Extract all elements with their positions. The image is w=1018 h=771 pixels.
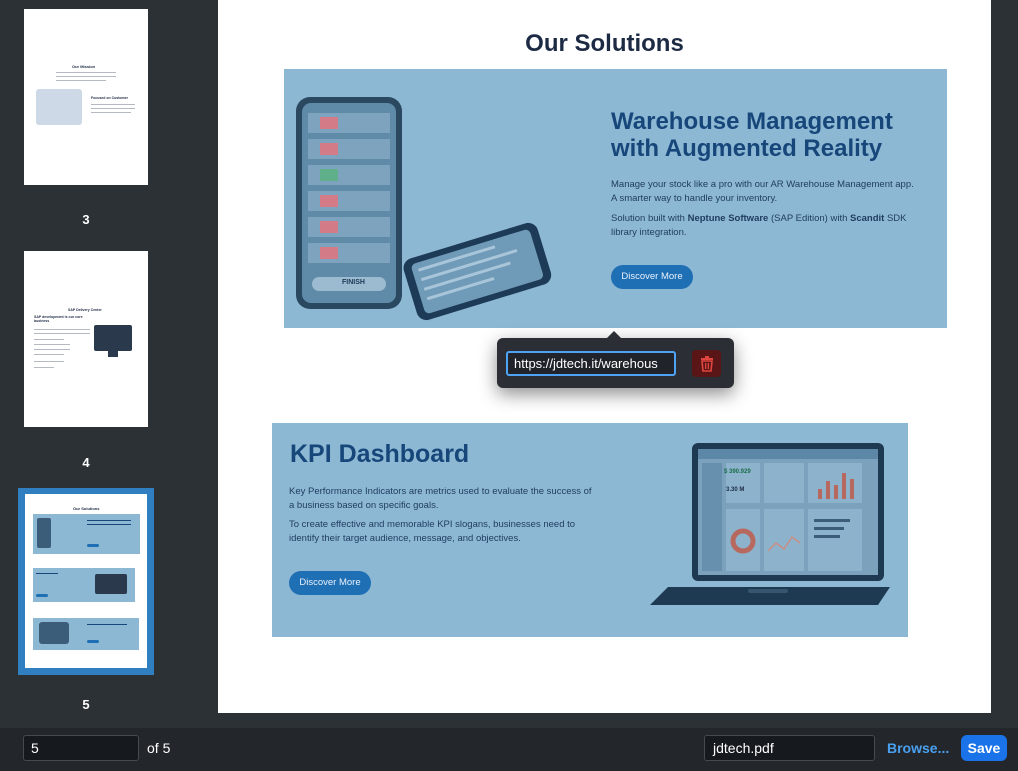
kpi-slogan-note: To create effective and memorable KPI sl… (289, 519, 576, 544)
kpi-description: Key Performance Indicators are metrics u… (289, 486, 592, 511)
page-title: Our Solutions (525, 30, 684, 57)
filename-input[interactable]: jdtech.pdf (704, 735, 875, 761)
phone-illustration-icon (296, 97, 552, 321)
kpi-heading: KPI Dashboard (290, 440, 470, 468)
thumbnail-title: Our Mission (72, 64, 96, 69)
thumbnail-sidebar: Our Mission Focused on Customer 3 SAP De… (0, 0, 172, 728)
thumbnail-subtitle: SAP development is our core business (34, 315, 83, 323)
thumbnail-page-5[interactable]: Our Solutions (25, 494, 147, 668)
warehouse-description: Manage your stock like a pro with our AR… (611, 179, 914, 204)
trash-icon (700, 355, 713, 372)
warehouse-discover-more-button[interactable]: Discover More (611, 265, 693, 289)
thumbnail-title: Our Solutions (73, 506, 100, 511)
kpi-discover-more-button[interactable]: Discover More (289, 571, 371, 595)
thumbnail-label-3: 3 (82, 212, 90, 227)
bottom-toolbar: 5 of 5 jdtech.pdf Browse... Save (0, 728, 1018, 771)
save-button[interactable]: Save (961, 735, 1007, 761)
phone-finish-label: FINISH (342, 279, 365, 286)
thumbnail-title: SAP Delivery Center (68, 308, 102, 312)
thumbnail-page-3[interactable]: Our Mission Focused on Customer (24, 9, 148, 185)
warehouse-heading-line2: with Augmented Reality (611, 135, 883, 162)
warehouse-banner[interactable]: FINISH Warehouse Management with Augment… (284, 69, 947, 328)
popup-pointer (606, 331, 622, 339)
kpi-dashboard-banner[interactable]: KPI Dashboard Key Performance Indicators… (272, 423, 908, 637)
warehouse-tech-note: Solution built with Neptune Software (SA… (611, 213, 907, 238)
browse-button[interactable]: Browse... (887, 740, 950, 756)
kpi-value-1: $ 390.929 (724, 469, 751, 475)
thumbnail-subtitle: Focused on Customer (91, 96, 128, 100)
thumbnail-monitor (94, 325, 132, 351)
thumbnail-label-4: 4 (82, 455, 90, 470)
thumbnail-photo (36, 89, 82, 125)
page-number-input[interactable]: 5 (23, 735, 139, 761)
thumbnail-label-5: 5 (82, 697, 90, 712)
link-edit-popup: https://jdtech.it/warehous (497, 331, 734, 388)
delete-link-button[interactable] (692, 350, 721, 377)
page-count-label: of 5 (147, 740, 171, 756)
laptop-illustration-icon (650, 443, 890, 605)
kpi-value-2: 3.30 M (726, 487, 745, 493)
warehouse-heading-line1: Warehouse Management (611, 108, 893, 135)
link-url-input[interactable]: https://jdtech.it/warehous (506, 351, 676, 376)
thumbnail-page-4[interactable]: SAP Delivery Center SAP development is o… (24, 251, 148, 427)
